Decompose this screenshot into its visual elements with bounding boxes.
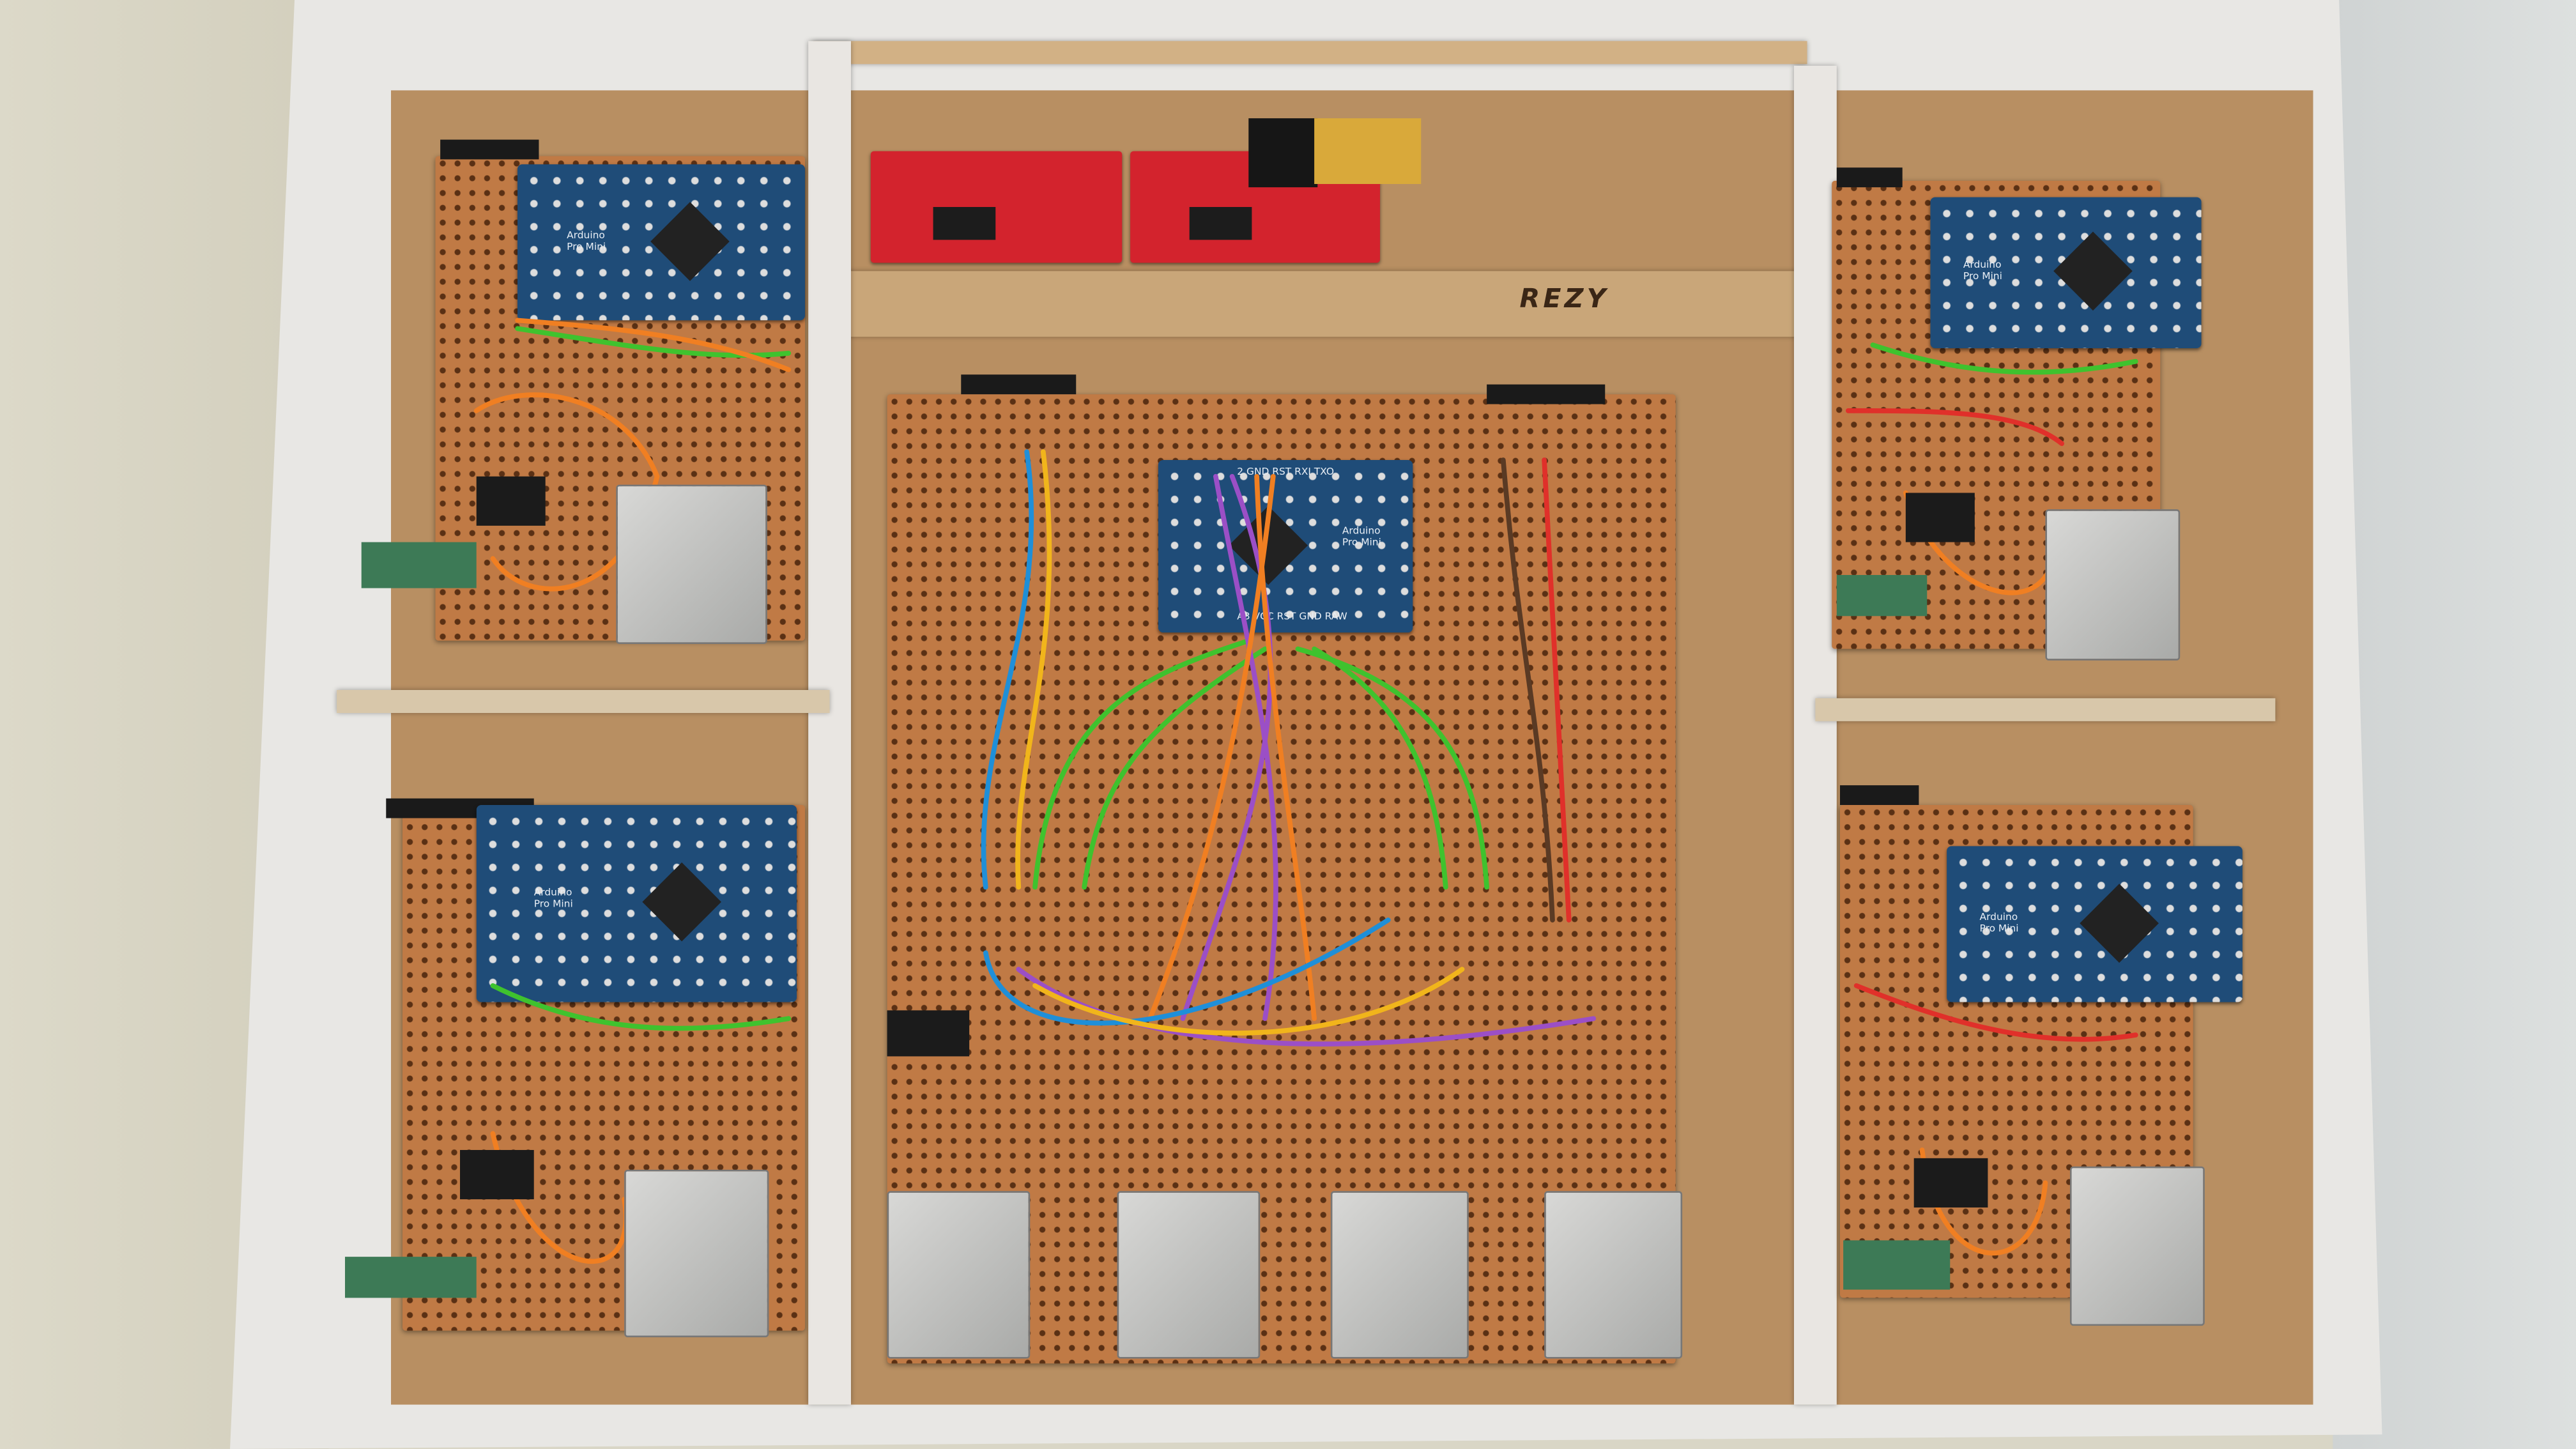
- rj45-jack: [2045, 509, 2181, 661]
- optocoupler-chip: [476, 476, 546, 526]
- pin-header: [1487, 384, 1606, 404]
- rj45-jack: [887, 1191, 1031, 1359]
- wire: [1870, 342, 2138, 375]
- optocoupler-chip: [459, 1149, 534, 1200]
- wire: [1147, 473, 1276, 1022]
- rj45-jack: [624, 1169, 769, 1338]
- pin-labels-top: 2 GND RST RXI TXO: [1237, 466, 1335, 479]
- divider-top: [813, 41, 1807, 65]
- arduino-pro-mini-center: 2 GND RST RXI TXO A3 VCC RST GND RAW Ard…: [1158, 459, 1413, 632]
- rj45-jack: [1544, 1191, 1683, 1359]
- usb-serial-board: [870, 151, 1123, 263]
- small-perfboard-yellow: [1314, 118, 1422, 184]
- pin-connector-black: [1248, 118, 1318, 188]
- divider-right: [1793, 65, 1837, 1405]
- usb-serial-chip: [933, 206, 996, 240]
- wire: [1016, 967, 1597, 1046]
- rj45-jack: [2069, 1166, 2205, 1326]
- divider-left: [808, 41, 851, 1405]
- wire: [981, 449, 1034, 890]
- wire: [1180, 473, 1273, 1022]
- optocoupler-chip: [1913, 1158, 1988, 1208]
- stamp-logo: REZY: [1519, 282, 1609, 314]
- sensor-module: [1836, 574, 1928, 617]
- wire: [983, 917, 1391, 1026]
- wire: [1082, 646, 1268, 890]
- wire: [473, 392, 660, 592]
- sensor-module: [1843, 1240, 1951, 1290]
- wire: [1015, 449, 1052, 890]
- rj45-jack: [1330, 1191, 1469, 1359]
- wire: [490, 983, 792, 1031]
- wire: [1032, 638, 1252, 890]
- divider-top-compartment: [829, 271, 1799, 337]
- wire: [1500, 457, 1555, 923]
- wire: [1845, 408, 2064, 447]
- divider-left-mid: [337, 689, 830, 713]
- wire: [1213, 473, 1278, 1022]
- wire: [1032, 967, 1465, 1036]
- wire: [1312, 646, 1448, 890]
- wire: [515, 318, 792, 372]
- wire: [1295, 646, 1489, 890]
- rj45-jack: [616, 484, 767, 644]
- pin-header: [961, 374, 1077, 395]
- divider-right-mid: [1815, 698, 2276, 721]
- pin-header: [1839, 785, 1919, 805]
- usb-serial-chip: [1189, 206, 1252, 240]
- optocoupler-chip: [1905, 493, 1975, 542]
- wire: [1542, 457, 1572, 923]
- pin-header: [440, 139, 539, 160]
- wire: [1853, 983, 2138, 1042]
- sensor-module: [344, 1257, 477, 1298]
- optocoupler-chip: [887, 1010, 970, 1057]
- pin-header: [1836, 167, 1903, 188]
- rj45-jack: [1117, 1191, 1261, 1359]
- sensor-module: [361, 542, 477, 588]
